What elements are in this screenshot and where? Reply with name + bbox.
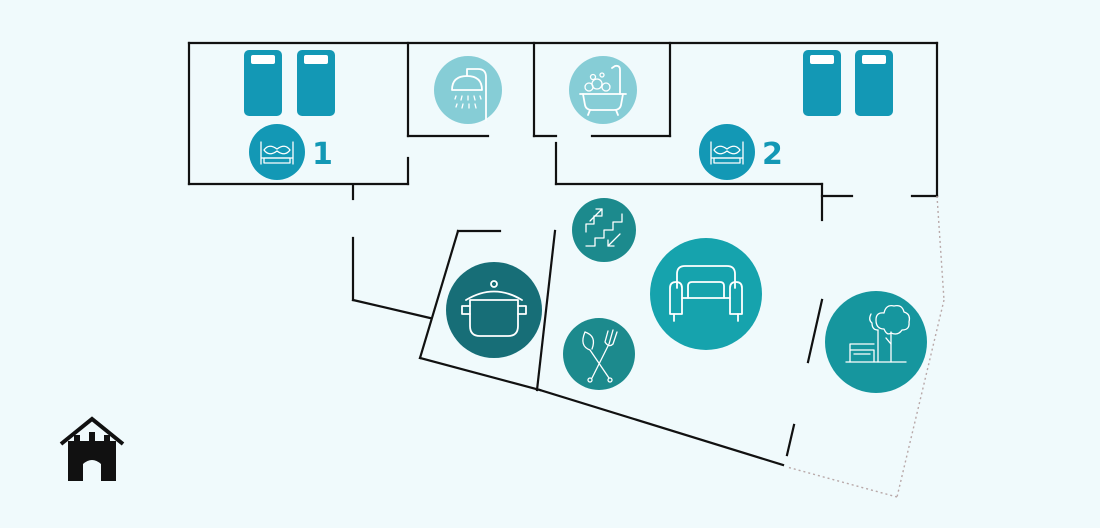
cooking-pot-icon — [446, 262, 542, 358]
sofa-icon — [650, 238, 762, 350]
walls — [187, 41, 939, 467]
single-bed-icon — [244, 50, 282, 116]
room-number-1: 1 — [312, 137, 333, 172]
bedroom-1: 1 — [244, 50, 335, 180]
bedroom-2: 2 — [699, 50, 893, 180]
stairs-icon — [572, 198, 636, 262]
cutlery-icon — [563, 318, 635, 390]
shower-icon — [434, 56, 502, 124]
single-bed-icon — [855, 50, 893, 116]
bathtub-icon — [569, 56, 637, 124]
room-number-2: 2 — [762, 137, 783, 172]
single-bed-icon — [803, 50, 841, 116]
house-icon — [59, 416, 125, 481]
terrace-boundary — [786, 195, 945, 498]
double-bed-icon — [699, 124, 755, 180]
garden-bench-tree-icon — [825, 291, 927, 393]
single-bed-icon — [297, 50, 335, 116]
double-bed-icon — [249, 124, 305, 180]
